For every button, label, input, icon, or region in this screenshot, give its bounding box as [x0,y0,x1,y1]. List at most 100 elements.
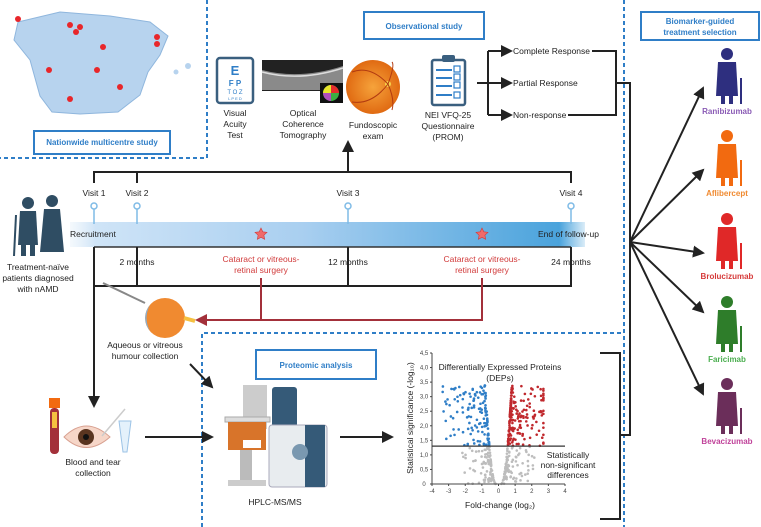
volcano-point [479,402,482,406]
volcano-point [514,480,517,483]
volcano-point [483,473,487,477]
volcano-point [542,442,545,445]
volcano-point [530,427,534,430]
volcano-point [526,398,530,401]
volcano-point [483,385,486,388]
volcano-point [474,450,478,453]
volcano-point [532,409,536,413]
volcano-point [471,387,475,391]
volcano-point [453,397,457,401]
response-complete: Complete Response [513,46,590,56]
volcano-point [486,427,490,430]
eye-chart-row: E [231,63,240,78]
volcano-point [540,414,544,417]
volcano-y-label: Statistical significance (-log₁₀) [405,362,415,474]
x-tick-label: 4 [563,489,567,495]
volcano-point [488,451,492,455]
volcano-point [509,402,513,406]
y-tick-label: 3,5 [420,380,429,386]
volcano-point [484,414,488,417]
volcano-point [509,399,513,402]
volcano-point [484,391,487,395]
volcano-point [507,450,511,454]
volcano-point [461,430,465,434]
volcano-point [479,472,483,475]
surgery-star-icon [254,227,268,240]
volcano-point [469,415,473,419]
volcano-point [505,476,508,479]
volcano-point [441,385,445,388]
volcano-point [508,420,511,424]
volcano-point [511,391,515,394]
volcano-point [484,476,487,479]
volcano-point [511,384,514,388]
volcano-point [526,416,529,420]
volcano-point [449,415,453,418]
visit-label: Visit 4 [560,188,583,198]
volcano-point [518,446,522,450]
volcano-point [476,439,480,443]
volcano-point [469,395,472,398]
volcano-point [514,400,517,404]
volcano-point [481,466,485,469]
observational-label-box [363,11,485,40]
proteomic-label: Proteomic analysis [280,361,353,370]
volcano-point [539,409,543,413]
volcano-point [475,426,479,429]
volcano-point [533,394,537,398]
visit-label: Visit 2 [126,188,149,198]
volcano-point [526,459,530,463]
volcano-point [535,420,538,424]
volcano-point [508,424,511,427]
volcano-point [526,479,530,483]
volcano-point [489,464,493,468]
volcano-point [472,438,475,442]
volcano-point [515,477,518,480]
surgery-label: Cataract or vitreous- [223,254,300,264]
volcano-point [536,385,540,389]
eye-injection-icon [102,282,196,338]
biomarker-label-box [640,11,760,41]
volcano-point [501,478,505,482]
volcano-point [517,419,521,423]
volcano-point [511,439,515,442]
volcano-point [523,437,526,441]
volcano-point [518,472,521,476]
volcano-point [449,434,452,438]
volcano-point [472,468,475,472]
x-tick-label: -3 [446,489,452,495]
volcano-point [491,472,494,476]
volcano-point [535,433,539,436]
timeline-bottom-bracket [93,247,572,287]
volcano-point [540,436,544,439]
volcano-point [515,442,519,446]
assessment-label: (PROM) [432,132,463,142]
volcano-point [542,433,545,437]
volcano-point [520,474,524,478]
volcano-point [456,395,459,399]
volcano-point [528,402,531,405]
volcano-point [485,423,489,427]
volcano-point [485,452,489,456]
volcano-point [511,458,515,462]
y-tick-label: 1,5 [420,438,429,444]
volcano-point [526,424,529,427]
volcano-point [512,407,515,410]
volcano-point [475,390,479,394]
eye-chart-row: L P E D [228,96,242,101]
volcano-point [519,479,522,482]
volcano-point [510,386,514,390]
volcano-point [527,453,531,457]
volcano-point [485,470,489,473]
volcano-point [472,399,475,403]
volcano-point [522,414,525,418]
assessment-label: Coherence [282,119,324,129]
aflibercept-patient-icon [716,130,742,186]
volcano-point [504,469,508,473]
volcano-point [468,421,471,425]
timeline-top-bracket [93,171,572,183]
arrow-to-bevacizumab [629,241,705,396]
volcano-point [461,406,464,409]
volcano-point [510,416,513,419]
volcano-point [470,406,474,410]
